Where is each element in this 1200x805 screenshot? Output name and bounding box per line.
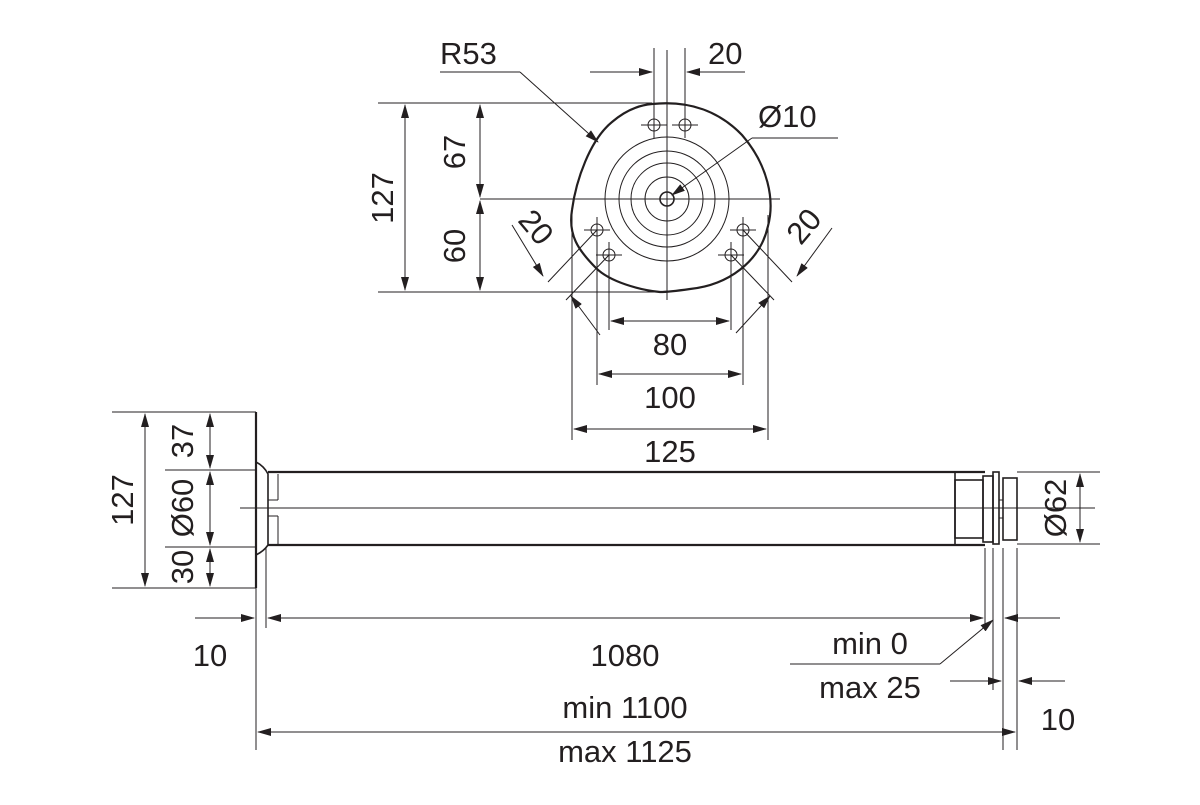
tube-diameter-label: Ø60 xyxy=(165,479,200,538)
tube-length-label: 1080 xyxy=(591,638,660,673)
end-thickness-label: 10 xyxy=(1041,702,1075,737)
top-view: R53 20 Ø10 127 67 60 20 20 xyxy=(365,36,838,469)
upper-offset-label: 37 xyxy=(165,424,200,458)
width-inner-label: 100 xyxy=(644,380,696,415)
side-view: 127 37 Ø60 30 Ø62 10 1080 min 0 max 25 xyxy=(105,411,1100,769)
width-outer-label: 125 xyxy=(644,434,696,469)
overall-max-label: max 1125 xyxy=(558,734,692,769)
width-holes-label: 80 xyxy=(653,327,687,362)
lower-offset-label: 30 xyxy=(165,550,200,584)
height-upper-label: 67 xyxy=(437,135,472,169)
adjust-max-label: max 25 xyxy=(819,670,921,705)
hole-spacing-top-label: 20 xyxy=(708,36,742,71)
adjust-min-label: min 0 xyxy=(832,626,908,661)
overall-min-label: min 1100 xyxy=(562,690,687,725)
plate-outline xyxy=(570,102,772,294)
side-height-total-label: 127 xyxy=(105,474,140,526)
plate-thickness-label: 10 xyxy=(193,638,227,673)
center-hole-label: Ø10 xyxy=(758,99,817,134)
angle-left-label: 20 xyxy=(512,203,561,252)
height-lower-label: 60 xyxy=(437,229,472,263)
end-diameter-label: Ø62 xyxy=(1038,479,1073,538)
radius-label: R53 xyxy=(440,36,497,71)
height-total-label: 127 xyxy=(365,172,400,224)
